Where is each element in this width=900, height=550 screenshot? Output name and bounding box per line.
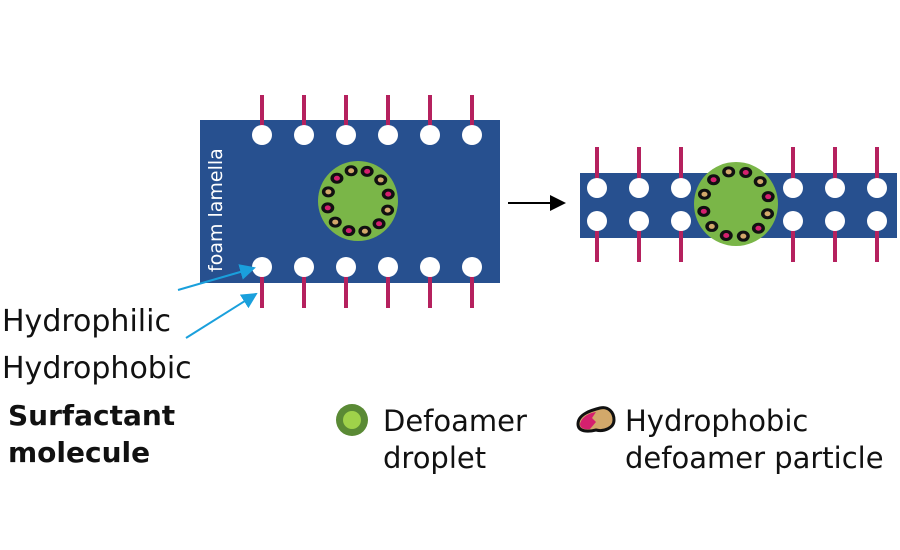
pointer-hydrophobic bbox=[185, 292, 258, 339]
pointer-hydrophilic bbox=[177, 264, 256, 291]
hydrophilic-head bbox=[587, 211, 607, 231]
hydrophilic-head bbox=[783, 178, 803, 198]
hydrophilic-head bbox=[867, 211, 887, 231]
hydrophobic-particle bbox=[381, 204, 395, 216]
hydrophobic-particle bbox=[705, 220, 719, 232]
surfactant-molecule bbox=[629, 147, 649, 198]
hydrophilic-head bbox=[336, 257, 356, 277]
surfactant-molecule bbox=[867, 211, 887, 262]
legend-droplet-1: Defoamer bbox=[383, 404, 527, 438]
defoamer-droplet bbox=[694, 162, 778, 246]
hydrophobic-particle bbox=[707, 174, 721, 186]
hydrophobic-particle bbox=[697, 188, 711, 200]
hydrophilic-head bbox=[587, 178, 607, 198]
surfactant-molecule bbox=[336, 95, 356, 145]
surfactant-molecule bbox=[825, 211, 845, 262]
hydrophobic-particle bbox=[328, 216, 342, 228]
hydrophilic-head bbox=[420, 125, 440, 145]
surfactant-molecule bbox=[867, 147, 887, 198]
hydrophobic-particle bbox=[736, 230, 750, 242]
hydrophilic-head bbox=[462, 257, 482, 277]
hydrophobic-label: Hydrophobic bbox=[2, 351, 192, 386]
legend-particle-2: defoamer particle bbox=[625, 441, 884, 475]
hydrophobic-particle bbox=[753, 176, 767, 188]
surfactant-molecule bbox=[825, 147, 845, 198]
hydrophilic-head bbox=[252, 257, 272, 277]
defoamer-droplet bbox=[318, 161, 398, 241]
hydrophobic-particle bbox=[344, 165, 358, 177]
hydrophilic-head bbox=[294, 257, 314, 277]
surfactant-molecule bbox=[671, 211, 691, 262]
droplet-body bbox=[694, 162, 778, 246]
hydrophilic-head bbox=[671, 211, 691, 231]
hydrophobic-particle bbox=[321, 186, 335, 198]
surfactant-label-2: molecule bbox=[8, 436, 150, 469]
surfactant-molecule bbox=[671, 147, 691, 198]
hydrophilic-head bbox=[294, 125, 314, 145]
surfactant-molecule bbox=[783, 147, 803, 198]
hydrophilic-head bbox=[462, 125, 482, 145]
hydrophilic-label: Hydrophilic bbox=[2, 304, 171, 339]
surfactant-molecule bbox=[462, 95, 482, 145]
hydrophobic-particle bbox=[739, 166, 753, 178]
hydrophobic-particle bbox=[360, 165, 374, 177]
surfactant-molecule bbox=[294, 257, 314, 308]
surfactant-molecule bbox=[252, 257, 272, 308]
surfactant-molecule bbox=[420, 95, 440, 145]
surfactant-molecule bbox=[462, 257, 482, 308]
hydrophobic-particle bbox=[372, 218, 386, 230]
surfactant-molecule bbox=[252, 95, 272, 145]
hydrophilic-head bbox=[629, 211, 649, 231]
surfactant-molecule bbox=[378, 95, 398, 145]
hydrophilic-head bbox=[420, 257, 440, 277]
foam-lamella-intact: foam lamella bbox=[200, 95, 500, 308]
hydrophobic-particle bbox=[321, 202, 335, 214]
hydrophilic-head bbox=[378, 257, 398, 277]
surfactant-molecule bbox=[629, 211, 649, 262]
hydrophobic-particle bbox=[358, 225, 372, 237]
hydrophilic-head bbox=[825, 178, 845, 198]
hydrophobic-particle bbox=[381, 188, 395, 200]
hydrophilic-head bbox=[252, 125, 272, 145]
defoamer-droplet-icon bbox=[336, 404, 368, 436]
droplet-body bbox=[318, 161, 398, 241]
surfactant-molecule bbox=[587, 147, 607, 198]
surfactant-molecule bbox=[783, 211, 803, 262]
hydrophobic-particle-icon bbox=[576, 406, 616, 433]
hydrophobic-particle bbox=[761, 191, 775, 203]
foam-lamella-thinned bbox=[580, 147, 897, 262]
surfactant-molecule bbox=[378, 257, 398, 308]
surfactant-label-1: Surfactant bbox=[8, 399, 175, 432]
hydrophilic-head bbox=[825, 211, 845, 231]
hydrophilic-head bbox=[867, 178, 887, 198]
hydrophobic-particle bbox=[342, 225, 356, 237]
hydrophilic-head bbox=[671, 178, 691, 198]
surfactant-molecule bbox=[336, 257, 356, 308]
hydrophobic-particle bbox=[697, 205, 711, 217]
hydrophobic-particle bbox=[751, 222, 765, 234]
hydrophobic-particle bbox=[374, 174, 388, 186]
hydrophobic-particle bbox=[722, 166, 736, 178]
surfactant-molecule bbox=[294, 95, 314, 145]
hydrophobic-particle bbox=[330, 172, 344, 184]
surfactant-molecule bbox=[420, 257, 440, 308]
lamella-label: foam lamella bbox=[205, 148, 227, 272]
hydrophilic-head bbox=[629, 178, 649, 198]
surfactant-molecule bbox=[587, 211, 607, 262]
hydrophilic-head bbox=[336, 125, 356, 145]
hydrophobic-particle bbox=[761, 208, 775, 220]
legend-particle-1: Hydrophobic bbox=[625, 404, 808, 438]
hydrophilic-head bbox=[378, 125, 398, 145]
legend-droplet-2: droplet bbox=[383, 441, 486, 475]
hydrophobic-particle bbox=[719, 230, 733, 242]
hydrophilic-head bbox=[783, 211, 803, 231]
